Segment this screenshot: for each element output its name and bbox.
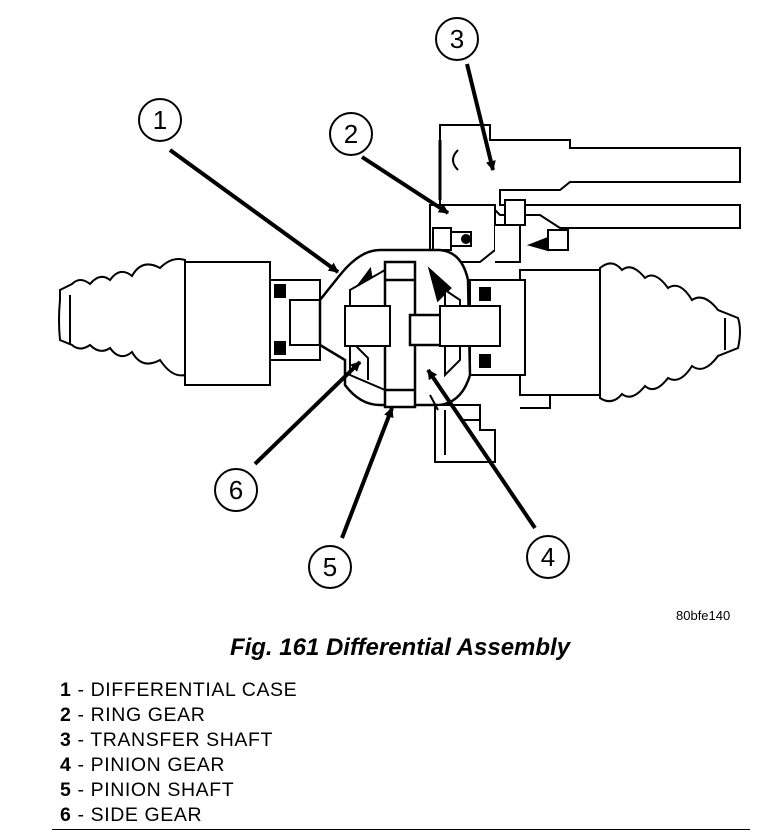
arrow-1 xyxy=(168,148,340,274)
callout-circle-1: 1 xyxy=(138,98,182,142)
legend-number: 5 xyxy=(60,779,72,801)
image-reference-code: 80bfe140 xyxy=(676,608,731,623)
callout-legend: 1 - DIFFERENTIAL CASE 2 - RING GEAR 3 - … xyxy=(60,678,297,828)
arrow-6 xyxy=(253,360,362,466)
legend-item: 1 - DIFFERENTIAL CASE xyxy=(60,678,297,703)
legend-label: PINION SHAFT xyxy=(90,779,235,801)
legend-separator: - xyxy=(71,779,91,801)
callout-number: 6 xyxy=(229,475,243,505)
callout-number: 1 xyxy=(153,105,167,135)
callout-number: 3 xyxy=(450,24,464,54)
left-axle-boot xyxy=(58,258,346,386)
legend-separator: - xyxy=(71,804,91,826)
legend-separator: - xyxy=(71,679,91,701)
legend-number: 3 xyxy=(60,729,72,751)
callout-circle-6: 6 xyxy=(214,468,258,512)
legend-item: 3 - TRANSFER SHAFT xyxy=(60,728,297,753)
arrow-2 xyxy=(360,155,450,215)
ring-gear xyxy=(429,204,569,263)
legend-separator: - xyxy=(71,704,91,726)
legend-separator: - xyxy=(71,754,91,776)
legend-label: SIDE GEAR xyxy=(90,804,203,826)
axle-shafts xyxy=(344,305,501,347)
callout-number: 4 xyxy=(541,542,555,572)
transfer-shaft-housing xyxy=(438,124,741,229)
legend-item: 2 - RING GEAR xyxy=(60,703,297,728)
callout-circle-4: 4 xyxy=(526,535,570,579)
legend-label: PINION GEAR xyxy=(90,754,226,776)
figure-caption: Fig. 161 Differential Assembly xyxy=(229,634,571,661)
callout-arrows xyxy=(168,63,537,539)
legend-separator: - xyxy=(71,729,91,751)
right-axle-boot xyxy=(469,262,741,409)
legend-number: 6 xyxy=(60,804,72,826)
callout-number: 2 xyxy=(344,119,358,149)
differential-assembly-diagram: 1 2 3 4 5 6 xyxy=(58,17,741,589)
legend-item: 6 - SIDE GEAR xyxy=(60,803,297,828)
callout-number: 5 xyxy=(323,552,337,582)
legend-label: TRANSFER SHAFT xyxy=(90,729,274,751)
legend-item: 5 - PINION SHAFT xyxy=(60,778,297,803)
callout-circle-5: 5 xyxy=(308,545,352,589)
legend-label: DIFFERENTIAL CASE xyxy=(90,679,298,701)
callout-circle-3: 3 xyxy=(435,17,479,61)
bottom-rule xyxy=(52,829,750,830)
legend-label: RING GEAR xyxy=(90,704,206,726)
arrow-3 xyxy=(465,63,496,171)
arrow-5 xyxy=(340,407,394,539)
legend-item: 4 - PINION GEAR xyxy=(60,753,297,778)
legend-number: 1 xyxy=(60,679,72,701)
callout-circle-2: 2 xyxy=(329,112,373,156)
legend-number: 2 xyxy=(60,704,72,726)
legend-number: 4 xyxy=(60,754,72,776)
arrow-4 xyxy=(426,368,537,530)
